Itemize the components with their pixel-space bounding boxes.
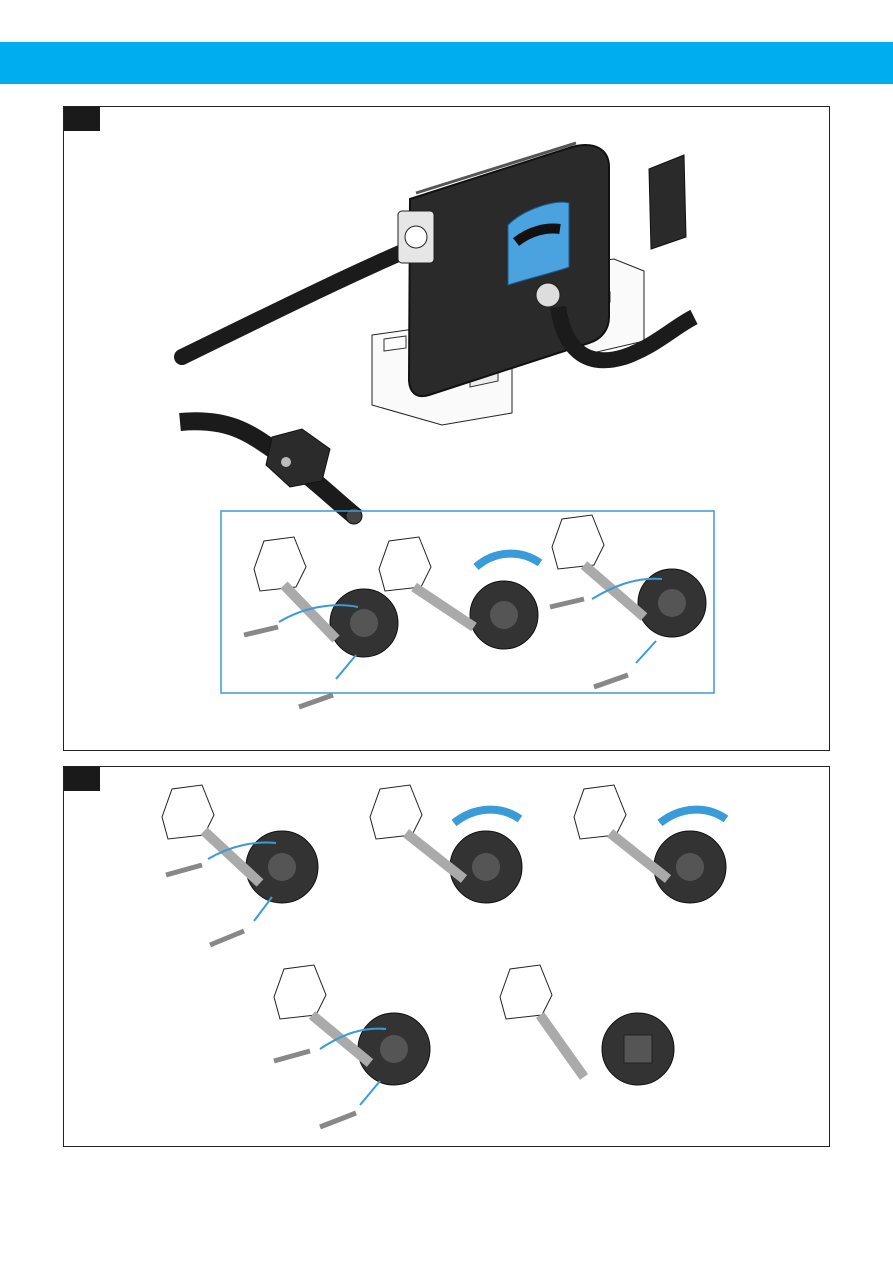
- figure-b-panel: [63, 766, 830, 1147]
- figure-a-panel: [63, 106, 830, 751]
- screw-icon: [244, 627, 278, 635]
- filter-cover: [649, 155, 686, 249]
- rotate-counterclockwise-icon: [454, 810, 520, 823]
- screw-icon: [274, 1051, 310, 1061]
- screw-icon: [320, 1113, 356, 1127]
- arrow-icon: [336, 655, 356, 679]
- hand-icon: [254, 537, 306, 591]
- arrow-icon: [360, 1081, 380, 1105]
- wrench-icon: [584, 565, 644, 617]
- step-4: [274, 965, 430, 1127]
- rotate-clockwise-icon: [660, 810, 726, 823]
- inset-step-3: [550, 515, 706, 687]
- arrow-icon: [636, 641, 656, 663]
- hose-clamp: [266, 429, 330, 487]
- screw-icon: [166, 865, 202, 875]
- step-5: [500, 965, 674, 1085]
- figure-b-illustration: [64, 767, 831, 1148]
- screw-icon: [299, 695, 333, 707]
- inset-step-2: [379, 537, 540, 649]
- elbow-fitting: [536, 283, 560, 307]
- hand-icon: [379, 537, 431, 591]
- hose: [180, 421, 356, 517]
- step-3: [574, 785, 726, 903]
- figure-a-illustration: [64, 107, 831, 752]
- hand-icon: [552, 515, 604, 569]
- header-bar: [0, 42, 893, 84]
- screw-icon: [210, 931, 244, 945]
- hand-icon: [574, 785, 626, 839]
- rotate-arrow-icon: [476, 554, 540, 567]
- wrench-icon: [540, 1015, 584, 1077]
- inset-step-1: [244, 537, 398, 707]
- hand-icon: [274, 965, 326, 1019]
- clamp-screw-icon: [281, 457, 291, 467]
- hand-icon: [370, 785, 422, 839]
- step-2: [370, 785, 522, 903]
- wrench-icon: [414, 587, 474, 627]
- screw-icon: [594, 675, 628, 687]
- screw-icon: [550, 599, 584, 607]
- hand-icon: [500, 965, 552, 1019]
- step-1: [162, 785, 318, 945]
- arrow-icon: [254, 897, 272, 921]
- wrench-icon: [284, 585, 336, 639]
